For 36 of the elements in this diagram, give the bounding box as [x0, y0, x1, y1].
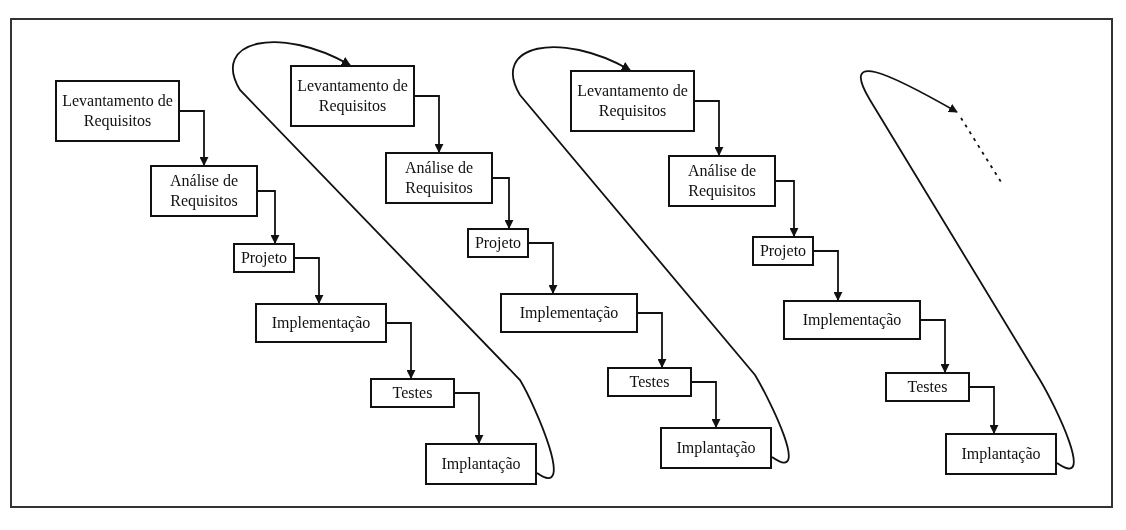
step-box: Implantação [425, 443, 537, 485]
arrow [454, 392, 484, 444]
arrow [386, 322, 416, 379]
step-box: Implementação [783, 300, 921, 340]
arrow [492, 177, 514, 229]
step-box: Levantamento de Requisitos [55, 80, 180, 142]
step-box: Testes [885, 372, 970, 402]
loop-arrow [231, 41, 555, 479]
arrow [813, 250, 843, 301]
step-box: Implantação [660, 427, 772, 469]
arrow [528, 242, 558, 294]
step-box: Projeto [233, 243, 295, 273]
arrow [414, 95, 444, 153]
arrow [775, 180, 799, 237]
step-box: Projeto [467, 228, 529, 258]
arrow [694, 100, 724, 156]
step-box: Levantamento de Requisitos [290, 65, 415, 127]
step-box: Testes [607, 367, 692, 397]
arrow [969, 386, 999, 434]
step-box: Testes [370, 378, 455, 408]
step-box: Implementação [255, 303, 387, 343]
arrow [179, 110, 209, 166]
step-box: Implantação [945, 433, 1057, 475]
step-box: Análise de Requisitos [385, 152, 493, 204]
loop-arrow [860, 70, 1075, 470]
step-box: Implementação [500, 293, 638, 333]
step-box: Levantamento de Requisitos [570, 70, 695, 132]
arrow [691, 381, 721, 428]
step-box: Projeto [752, 236, 814, 266]
arrow [920, 319, 950, 373]
arrow [294, 257, 324, 304]
step-box: Análise de Requisitos [150, 165, 258, 217]
arrow [637, 312, 667, 368]
loop-arrow [511, 46, 790, 464]
step-box: Análise de Requisitos [668, 155, 776, 207]
arrow [257, 190, 280, 244]
